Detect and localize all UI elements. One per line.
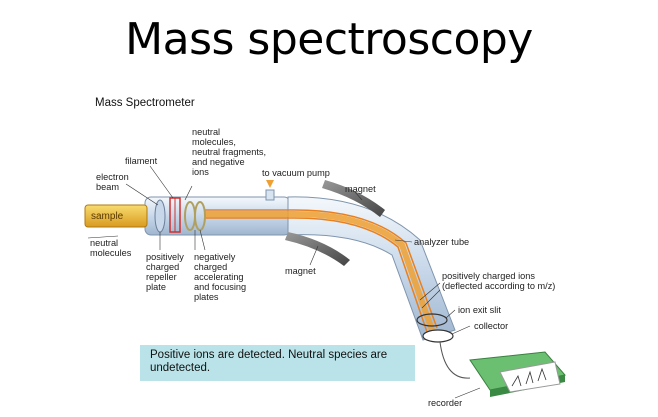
analyzer-tube [287,196,456,341]
collector [422,329,454,343]
recorder [469,351,566,397]
label-magnet-bottom: magnet [285,266,316,276]
label-filament: filament [125,156,158,166]
diagram-subtitle: Mass Spectrometer [95,97,195,109]
label-collector: collector [474,321,508,331]
vacuum-arrow-icon [266,180,274,188]
ion-exit-slit [416,313,448,327]
label-positive-ions: positively charged ions(deflected accord… [442,271,555,291]
sample-label: sample [91,211,124,222]
recorder-cable [439,341,471,379]
label-vacuum-pump: to vacuum pump [262,168,330,178]
ion-beam [205,210,435,331]
page-title: Mass spectroscopy [125,14,533,65]
label-ion-exit-slit: ion exit slit [458,305,501,315]
label-magnet-top: magnet [345,184,376,194]
vacuum-pump-port [265,189,275,201]
label-analyzer-tube: analyzer tube [414,237,469,247]
label-recorder: recorder [428,398,462,408]
sample-inlet: sample [84,204,148,228]
magnet-bottom [285,232,350,266]
detection-note: Positive ions are detected. Neutral spec… [140,345,415,381]
magnet-top [322,180,385,217]
repeller-plate [154,199,166,233]
filament [169,197,181,233]
